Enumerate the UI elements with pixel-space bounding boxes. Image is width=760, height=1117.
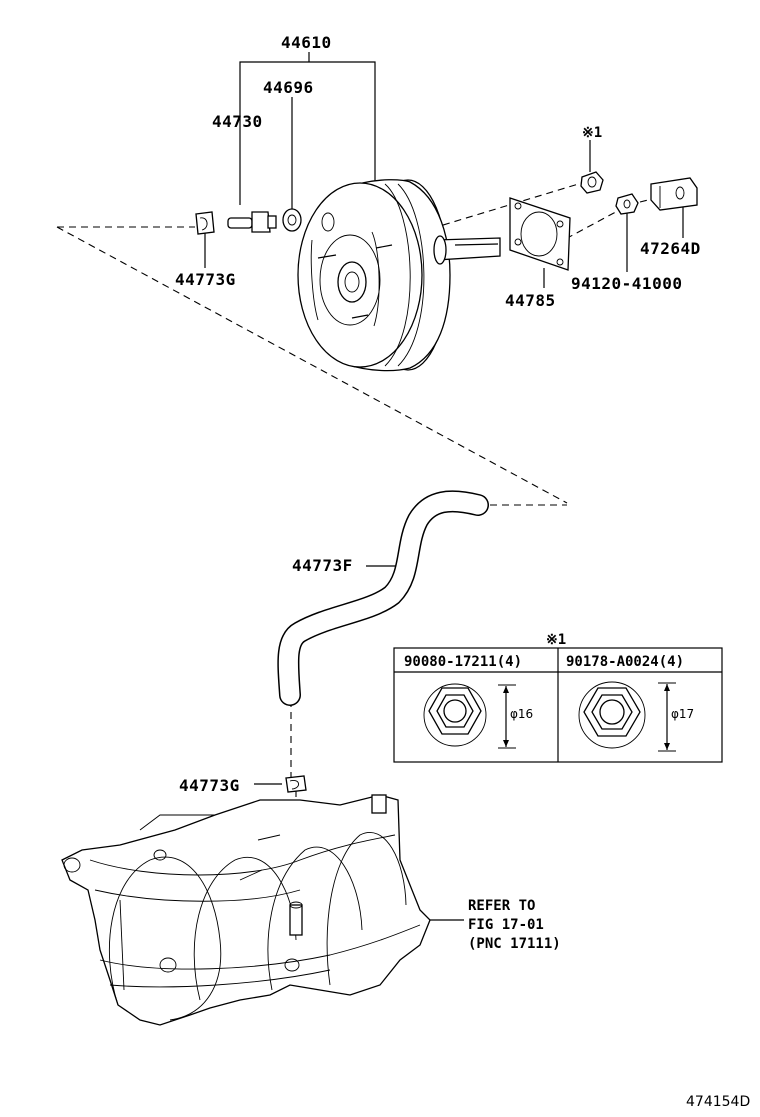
label-94120-41000: 94120-41000 <box>571 274 682 293</box>
label-47264D: 47264D <box>640 239 701 258</box>
vacuum-hose-44773F <box>277 490 489 706</box>
check-valve-parts <box>195 208 302 235</box>
label-44730: 44730 <box>212 112 263 131</box>
label-44696: 44696 <box>263 78 314 97</box>
label-44773G-lower: 44773G <box>179 776 240 795</box>
figure-id: 474154D <box>686 1094 750 1110</box>
leader-lines <box>204 52 684 921</box>
nut-icon-90178 <box>578 681 676 752</box>
refer-line-3: (PNC 17111) <box>468 936 561 952</box>
nut-table: ※1 90080-17211(4) 90178-A0024(4) φ16 <box>393 632 723 763</box>
label-note-1: ※1 <box>582 125 602 141</box>
nut-dimension-1: φ17 <box>671 707 694 721</box>
intake-manifold <box>61 794 431 1026</box>
nut-icon-90080 <box>423 683 516 749</box>
label-44785: 44785 <box>505 291 556 310</box>
refer-line-1: REFER TO <box>468 898 535 914</box>
nut-dimension-0: φ16 <box>510 707 533 721</box>
reference-note: REFER TO FIG 17-01 (PNC 17111) <box>468 898 561 952</box>
nut-table-marker: ※1 <box>546 632 566 648</box>
label-44610: 44610 <box>281 33 332 52</box>
label-44773F: 44773F <box>292 556 353 575</box>
part-labels: 44610 44696 44730 44773G ※1 47264D 94120… <box>175 33 701 795</box>
clip-lower <box>285 775 307 793</box>
nut-table-header-1: 90178-A0024(4) <box>566 654 684 670</box>
refer-line-2: FIG 17-01 <box>468 917 544 933</box>
nut-table-header-0: 90080-17211(4) <box>404 654 522 670</box>
nut-and-clevis <box>580 171 698 215</box>
label-44773G-upper: 44773G <box>175 270 236 289</box>
brake-booster <box>297 179 501 372</box>
gasket-44785 <box>509 197 571 271</box>
